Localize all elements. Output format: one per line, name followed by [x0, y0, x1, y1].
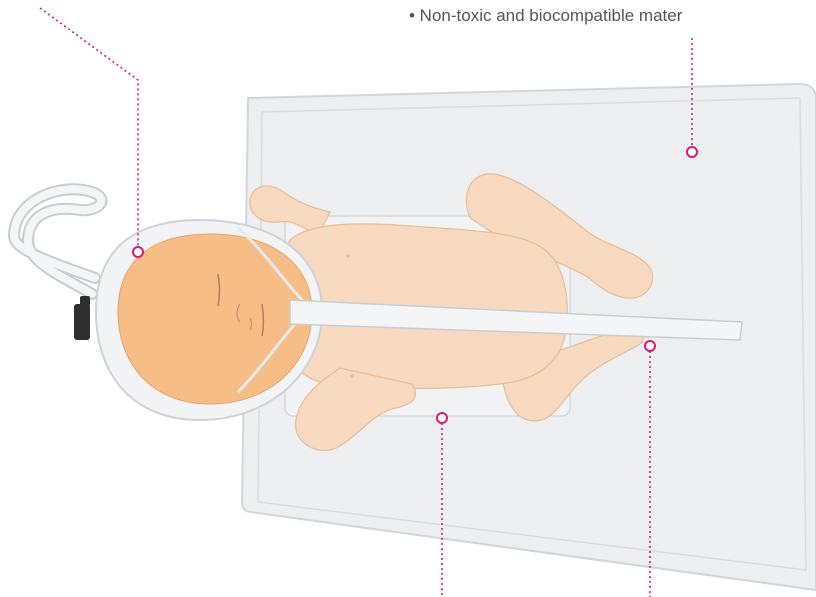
face: [118, 234, 312, 404]
head-loop-strap: [14, 189, 101, 294]
callout-marker-underpad: [437, 413, 447, 423]
material-caption: • Non-toxic and biocompatible mater: [409, 6, 682, 26]
callout-marker-blanket: [687, 147, 697, 157]
callout-head-cap: [40, 8, 143, 257]
callout-marker-head-cap: [133, 247, 143, 257]
head-clip: [74, 296, 90, 340]
callout-marker-strap: [645, 341, 655, 351]
infant-head: [118, 234, 312, 404]
